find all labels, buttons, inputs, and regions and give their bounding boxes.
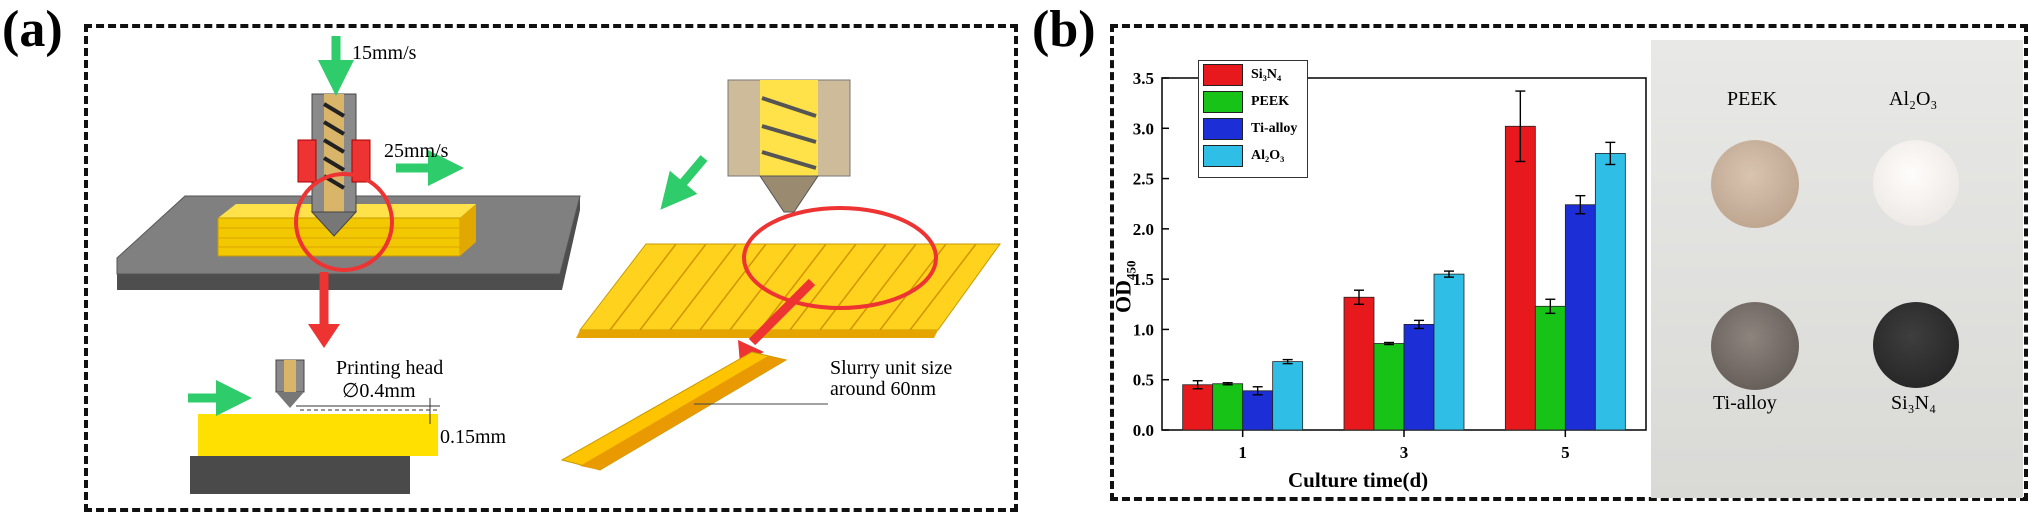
- bar-ti-alloy-1: [1242, 390, 1274, 431]
- legend-label: Ti-alloy: [1251, 120, 1298, 136]
- x-axis-title: Culture time(d): [1288, 468, 1429, 492]
- legend-swatch: [1203, 144, 1243, 167]
- legend-swatch: [1203, 90, 1243, 113]
- y-tick-label: 1.5: [1133, 270, 1154, 289]
- legend-label: Si₃N₄: [1251, 66, 1282, 82]
- panel-b-label: (b): [1032, 1, 1096, 58]
- y-tick-label: 1.0: [1133, 320, 1154, 339]
- bar-peek-5: [1534, 305, 1566, 431]
- y-tick-label: 3.0: [1133, 119, 1154, 138]
- photo-label-peek: PEEK: [1727, 88, 1777, 110]
- panel-b-frame: [1110, 24, 2028, 501]
- red-arrow-2-icon: [748, 278, 816, 346]
- legend-swatch: [1203, 63, 1243, 86]
- photo-label-al2o3: Al₂O₃: [1889, 88, 1938, 110]
- slurry-label-line1: Slurry unit size: [830, 357, 953, 379]
- legend-item: PEEK: [1199, 88, 1307, 115]
- diameter-label: ∅0.4mm: [342, 380, 416, 402]
- y-tick-label: 2.5: [1133, 170, 1154, 189]
- y-tick-label: 3.5: [1133, 69, 1154, 88]
- ti-alloy-disc: [1711, 302, 1799, 390]
- y-axis-title: OD450: [1110, 260, 1139, 313]
- bar-si3n4-5: [1504, 125, 1536, 431]
- si3n4-disc: [1873, 302, 1959, 388]
- slurry-label-line2: around 60nm: [830, 378, 937, 400]
- sample-photo: PEEK Al₂O₃ Ti-alloy Si₃N₄: [1651, 40, 2023, 498]
- bar-ti-alloy-3: [1403, 323, 1435, 431]
- legend-label: Al₂O₃: [1251, 147, 1285, 163]
- bar-al2o3-5: [1594, 153, 1626, 431]
- slurry-bead: [560, 351, 828, 471]
- legend-item: Ti-alloy: [1199, 115, 1307, 142]
- x-tick-label: 1: [1238, 443, 1247, 462]
- legend-swatch: [1203, 117, 1243, 140]
- photo-label-ti-alloy: Ti-alloy: [1713, 392, 1777, 414]
- bar-al2o3-1: [1272, 361, 1304, 431]
- legend-item: Al₂O₃: [1199, 142, 1307, 169]
- legend-item: Si₃N₄: [1199, 61, 1307, 88]
- zoom-circle-left: [294, 172, 394, 272]
- y-tick-label: 0.0: [1133, 421, 1154, 440]
- peek-disc: [1711, 140, 1799, 228]
- nozzle-cross-section: [727, 79, 851, 213]
- layer-schematic: [190, 359, 440, 494]
- speed-side-label: 25mm/s: [384, 140, 449, 162]
- bar-si3n4-3: [1343, 296, 1375, 431]
- panel-a-frame: [84, 24, 1018, 512]
- y-tick-label: 0.5: [1133, 371, 1154, 390]
- bar-si3n4-1: [1182, 384, 1214, 431]
- y-tick-label: 2.0: [1133, 220, 1154, 239]
- zoom-ellipse-right: [742, 206, 938, 310]
- nozzle: [297, 93, 371, 237]
- x-tick-label: 5: [1561, 443, 1570, 462]
- legend-label: PEEK: [1251, 93, 1290, 109]
- speed-down-label: 15mm/s: [352, 42, 417, 64]
- al2o3-disc: [1873, 140, 1959, 226]
- bar-peek-1: [1212, 383, 1244, 431]
- panel-a-label: (a): [2, 1, 63, 58]
- bar-peek-3: [1373, 343, 1405, 431]
- bar-ti-alloy-5: [1564, 204, 1596, 431]
- x-tick-label: 3: [1400, 443, 1409, 462]
- direction-arrow-icon: [660, 155, 708, 210]
- layer-thickness-label: 0.15mm: [440, 426, 507, 448]
- bar-al2o3-3: [1433, 273, 1465, 431]
- photo-label-si3n4: Si₃N₄: [1891, 392, 1937, 414]
- printing-head-label: Printing head: [336, 357, 444, 379]
